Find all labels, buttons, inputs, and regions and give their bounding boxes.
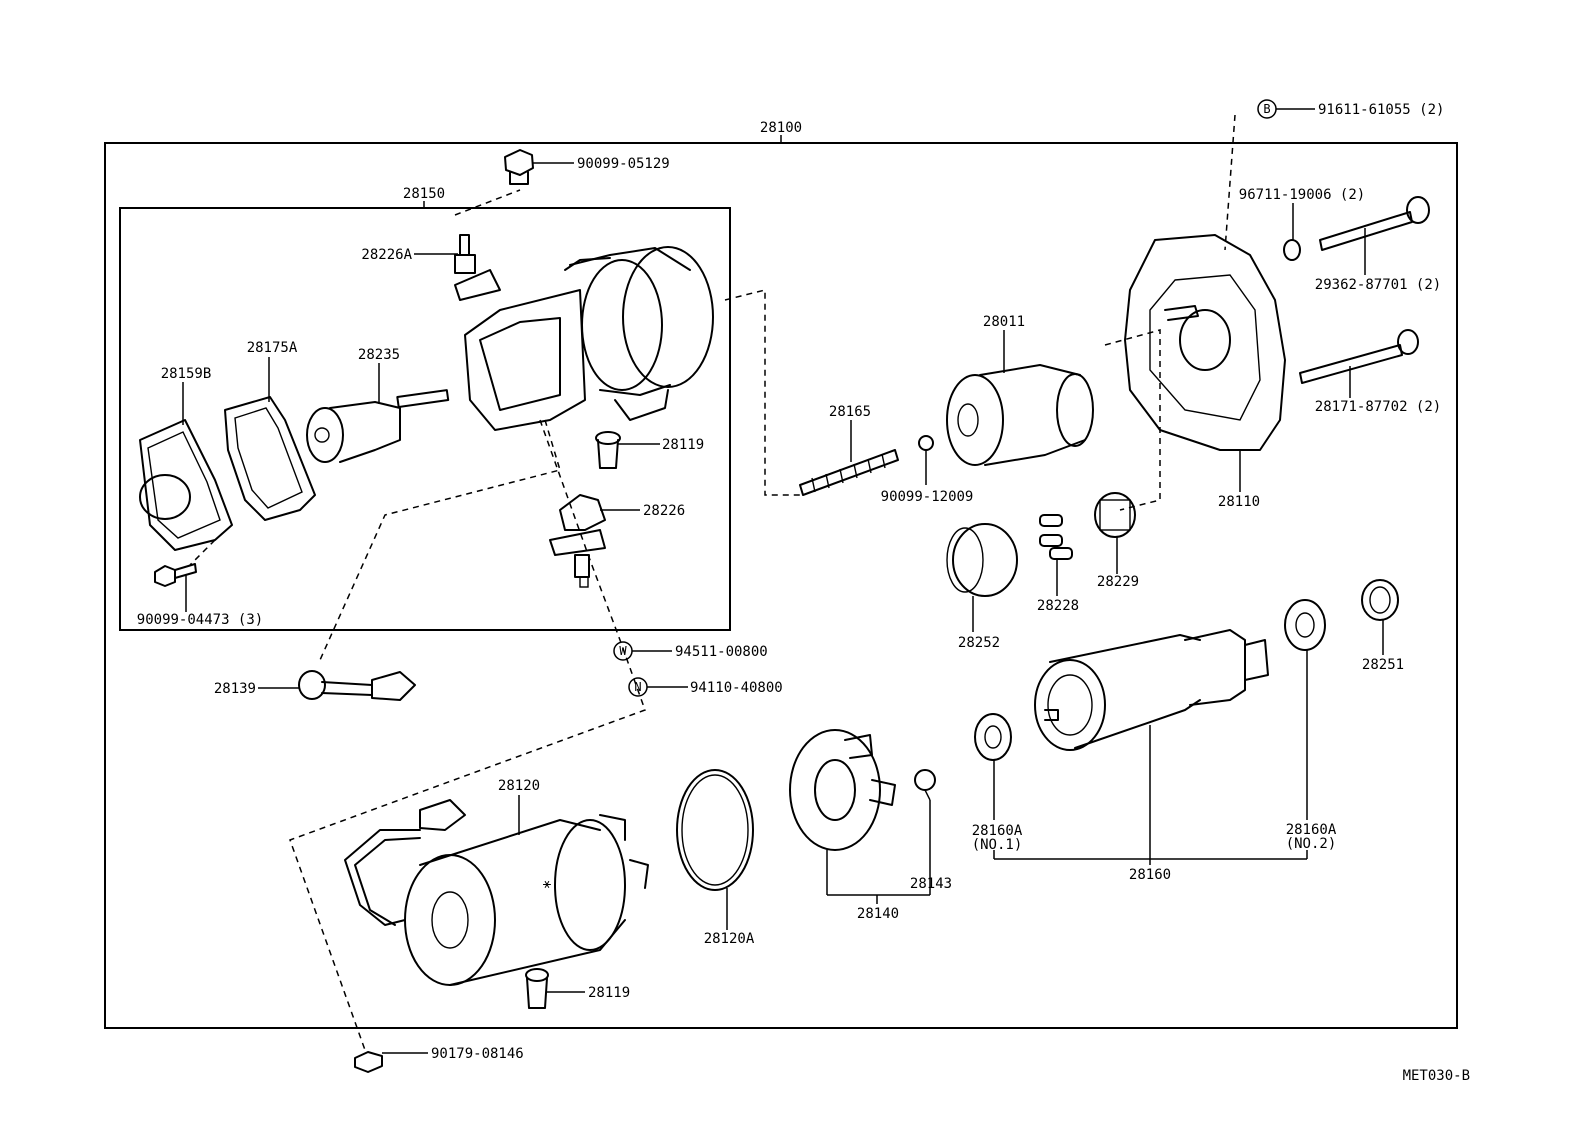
dash-main-axis (289, 419, 646, 1051)
dash-housing-to-28229 (1104, 329, 1161, 511)
washer-w-symbol: W (613, 641, 633, 661)
clutch-28011-drawing (946, 364, 1094, 466)
label-28252: 28252 (958, 635, 1000, 651)
label-28160A-no1-sub: (NO.1) (972, 837, 1023, 853)
washer-96711-19006-drawing (1283, 239, 1301, 261)
terminal-28226-drawing (549, 494, 606, 588)
label-90099-04473: 90099-04473 (3) (137, 612, 263, 628)
label-28120A: 28120A (704, 931, 755, 947)
armature-28160-drawing (1034, 629, 1269, 751)
brush-holder-28140-drawing (789, 729, 896, 851)
label-28140: 28140 (857, 906, 899, 922)
rollers-28228-drawing (1039, 514, 1073, 560)
diagram-code: MET030-B (1403, 1068, 1470, 1084)
label-28226: 28226 (643, 503, 685, 519)
housing-28110-drawing (1124, 234, 1286, 451)
label-28175A: 28175A (247, 340, 298, 356)
dash-housing-to-spring (724, 289, 800, 496)
svg-text:B: B (1263, 102, 1270, 116)
idler-gear-28252-drawing (946, 523, 1018, 597)
sub-assembly-frame-28150 (119, 207, 731, 631)
label-28160A-no1: 28160A (972, 823, 1023, 839)
svg-text:W: W (619, 644, 627, 658)
bolt-90099-05129-drawing (504, 149, 534, 185)
retainer-28229-drawing (1094, 492, 1136, 538)
terminal-28226A-drawing (454, 234, 501, 301)
label-28251: 28251 (1362, 657, 1404, 673)
label-28119-upper: 28119 (662, 437, 704, 453)
ball-90099-12009-drawing (918, 435, 934, 451)
leader-lines (182, 108, 1384, 1054)
label-29362-87701: 29362-87701 (2) (1315, 277, 1441, 293)
screw-90099-04473-drawing (154, 563, 197, 587)
label-28139: 28139 (214, 681, 256, 697)
gasket-28175A-drawing (224, 396, 316, 521)
label-28226A: 28226A (361, 247, 412, 263)
nut-n-symbol: N (628, 677, 648, 697)
lead-28139-drawing (298, 670, 416, 701)
label-90099-12009: 90099-12009 (881, 489, 974, 505)
label-28110: 28110 (1218, 494, 1260, 510)
label-94110-40800: 94110-40800 (690, 680, 783, 696)
label-28165: 28165 (829, 404, 871, 420)
label-28235: 28235 (358, 347, 400, 363)
label-28228: 28228 (1037, 598, 1079, 614)
label-28159B: 28159B (161, 366, 212, 382)
spring-28165-drawing (799, 449, 899, 496)
label-28171-87702: 28171-87702 (2) (1315, 399, 1441, 415)
dash-bolt-b-to-housing (1224, 114, 1236, 251)
bearing-28160A-no2-drawing (1284, 599, 1326, 651)
plunger-28235-drawing (306, 389, 450, 463)
assembly-label: 28100 (760, 120, 802, 136)
terminal-28119-upper-drawing (595, 431, 621, 469)
label-28229: 28229 (1097, 574, 1139, 590)
terminal-28119-lower-drawing (525, 968, 549, 1009)
bearing-28160A-no1-drawing (974, 713, 1012, 761)
label-28160A-no2: 28160A (1286, 822, 1337, 838)
label-28160: 28160 (1129, 867, 1171, 883)
label-90179-08146: 90179-08146 (431, 1046, 524, 1062)
dash-housing-to-28139 (319, 419, 561, 661)
svg-text:N: N (634, 680, 641, 694)
label-28120: 28120 (498, 778, 540, 794)
bolt-28171-87702-drawing (1299, 329, 1419, 384)
label-28119-lower: 28119 (588, 985, 630, 1001)
bolt-b-symbol: B (1257, 99, 1277, 119)
sub-assembly-label: 28150 (403, 186, 445, 202)
label-28160A-no2-sub: (NO.2) (1286, 836, 1337, 852)
bolt-29362-87701-drawing (1319, 196, 1430, 251)
assembly-frame-28100 (104, 142, 1458, 1029)
spring-28143-drawing (914, 769, 936, 801)
nut-90179-08146-drawing (354, 1051, 383, 1073)
label-91611-61055: 91611-61055 (2) (1318, 102, 1444, 118)
label-96711-19006: 96711-19006 (2) (1239, 187, 1365, 203)
pinion-28251-drawing (1361, 579, 1399, 621)
label-28011: 28011 (983, 314, 1025, 330)
o-ring-28120A-drawing (676, 769, 754, 891)
housing-28150-drawing (464, 246, 714, 431)
label-28143: 28143 (910, 876, 952, 892)
label-90099-05129: 90099-05129 (577, 156, 670, 172)
dash-cover-to-screw (189, 539, 216, 566)
dash-bolt-to-housing (454, 189, 521, 216)
field-frame-28120-drawing: ⚹ (344, 799, 649, 986)
cover-28159B-drawing (139, 419, 233, 551)
label-94511-00800: 94511-00800 (675, 644, 768, 660)
svg-text:⚹: ⚹ (543, 876, 552, 892)
